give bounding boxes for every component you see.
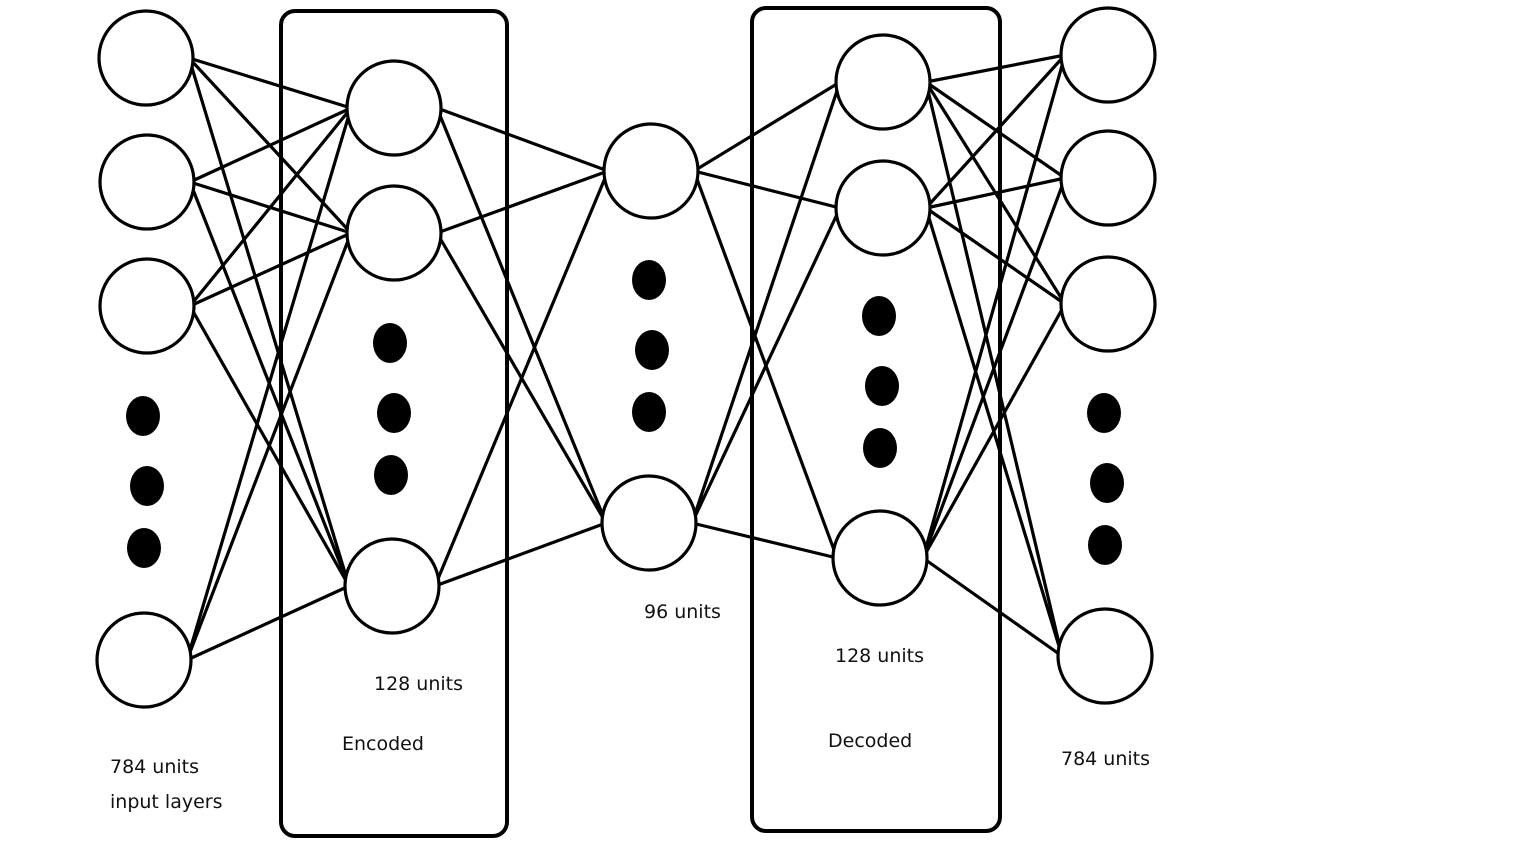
edge-encoded-0-to-bottleneck-0 [435, 106, 610, 173]
edge-decoded-1-to-output-0 [924, 53, 1067, 210]
input-node-3 [95, 611, 193, 709]
encoded-layer-units-label: 128 units [374, 673, 464, 695]
decoded-node-2 [831, 509, 929, 607]
edge-bottleneck-0-to-decoded-0 [692, 80, 842, 173]
encoded-ellipsis-dot-1 [377, 393, 411, 433]
input-ellipsis-dot-1 [130, 466, 164, 506]
input-ellipsis-dot-2 [127, 528, 161, 568]
encoded-ellipsis-dot-2 [374, 455, 408, 495]
edge-input-0-to-encoded-0 [187, 56, 353, 110]
edge-decoded-2-to-output-0 [921, 53, 1067, 560]
encoded-box-caption: Encoded [342, 733, 424, 755]
edge-decoded-0-to-output-0 [924, 53, 1067, 84]
bottleneck-ellipsis-dot-1 [635, 330, 669, 370]
decoded-box-caption: Decoded [828, 730, 913, 752]
encoded-node-2 [343, 537, 441, 635]
bottleneck-units-label: 96 units [644, 601, 721, 623]
connection-edges [185, 53, 1067, 662]
input-node-0 [97, 9, 195, 107]
output-ellipsis-dot-1 [1090, 463, 1124, 503]
bottleneck-ellipsis-dot-0 [632, 260, 666, 300]
encoded-ellipsis-dot-0 [373, 323, 407, 363]
edge-input-3-to-encoded-0 [185, 106, 353, 662]
edge-decoded-2-to-output-1 [921, 176, 1067, 560]
bottleneck-node-0 [602, 122, 700, 220]
edge-input-1-to-encoded-0 [188, 106, 353, 184]
output-node-0 [1059, 6, 1157, 104]
edge-decoded-1-to-output-2 [924, 206, 1067, 306]
output-node-3 [1056, 607, 1154, 705]
decoded-ellipsis-dot-1 [865, 366, 899, 406]
edge-input-0-to-encoded-2 [187, 56, 351, 588]
ellipsis-dots [126, 260, 1124, 568]
output-node-2 [1059, 255, 1157, 353]
edge-input-3-to-encoded-1 [185, 231, 353, 662]
output-layer-units-label: 784 units [1061, 748, 1151, 770]
encoded-node-1 [345, 184, 443, 282]
edge-encoded-2-to-bottleneck-1 [433, 521, 608, 588]
neuron-nodes [95, 6, 1157, 709]
edge-decoded-2-to-output-2 [921, 302, 1067, 560]
decoded-node-1 [834, 159, 932, 257]
input-node-2 [98, 257, 196, 355]
edge-bottleneck-0-to-decoded-1 [692, 169, 842, 210]
decoded-ellipsis-dot-0 [862, 296, 896, 336]
encoded-node-0 [345, 59, 443, 157]
edge-input-2-to-encoded-1 [188, 231, 353, 308]
edge-input-2-to-encoded-0 [188, 106, 353, 308]
input-layer-units-label: 784 units [110, 756, 200, 778]
output-ellipsis-dot-2 [1088, 525, 1122, 565]
bottleneck-node-1 [600, 474, 698, 572]
edge-bottleneck-1-to-decoded-0 [690, 80, 842, 525]
output-ellipsis-dot-0 [1087, 393, 1121, 433]
output-node-1 [1059, 129, 1157, 227]
decoded-layer-units-label: 128 units [835, 645, 925, 667]
edge-bottleneck-1-to-decoded-1 [690, 206, 842, 525]
edge-bottleneck-1-to-decoded-2 [690, 521, 839, 560]
decoded-ellipsis-dot-2 [863, 428, 897, 468]
encoded-layer-box [279, 9, 509, 838]
input-layer-caption: input layers [110, 791, 223, 813]
edge-input-3-to-encoded-2 [185, 584, 351, 662]
edge-encoded-2-to-bottleneck-0 [433, 169, 610, 588]
bottleneck-ellipsis-dot-2 [632, 392, 666, 432]
edge-encoded-1-to-bottleneck-0 [435, 169, 610, 235]
decoded-node-0 [834, 33, 932, 131]
input-ellipsis-dot-0 [126, 396, 160, 436]
edge-decoded-2-to-output-3 [921, 556, 1064, 658]
input-node-1 [98, 133, 196, 231]
edge-decoded-1-to-output-1 [924, 176, 1067, 210]
edge-encoded-0-to-bottleneck-1 [435, 106, 608, 525]
